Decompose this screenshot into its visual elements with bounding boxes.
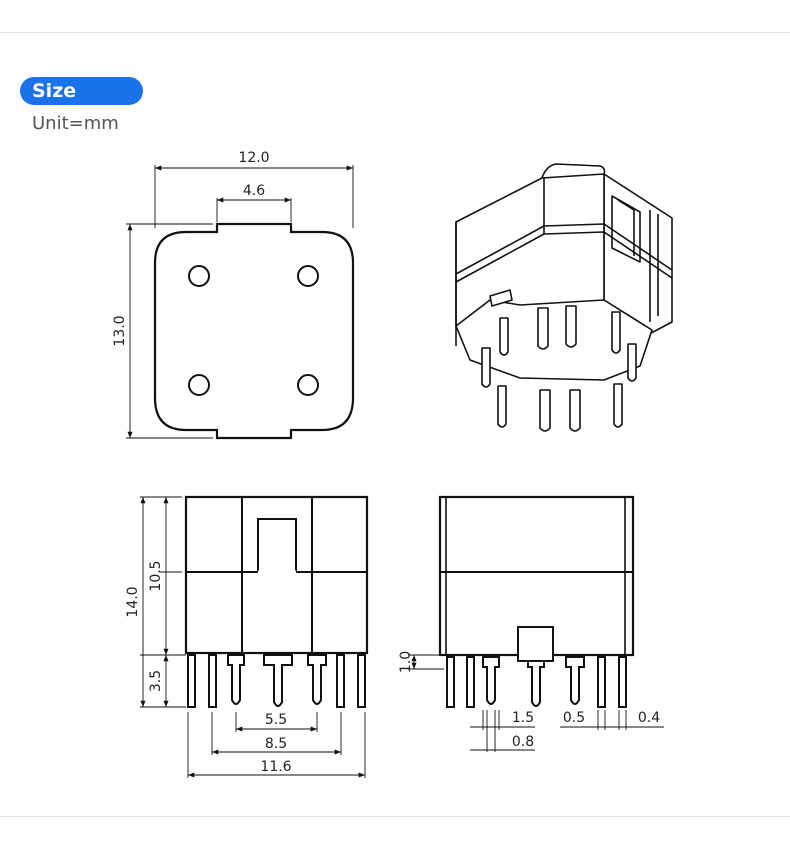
front-span-outer-label: 11.6 [260, 759, 291, 775]
unit-label: Unit=mm [32, 113, 119, 134]
bottom-divider [0, 816, 790, 817]
front-body [184, 495, 369, 655]
mounting-hole-br [297, 374, 319, 396]
front-actuator [257, 518, 297, 572]
top-view-outline [153, 222, 355, 440]
front-total-height-label: 14.0 [125, 586, 141, 617]
side-pin-gap-label: 0.5 [563, 710, 585, 726]
mounting-hole-bl [188, 374, 210, 396]
side-pins [446, 656, 627, 708]
front-span-middle-label: 8.5 [265, 736, 287, 752]
side-pin-thickness-label: 0.4 [638, 710, 660, 726]
size-badge: Size [20, 77, 143, 105]
side-pin-pitch-label: 0.8 [512, 734, 534, 750]
side-pin-width-label: 1.5 [512, 710, 534, 726]
top-divider [0, 32, 790, 33]
top-height-label: 13.0 [112, 315, 128, 346]
top-width-label: 12.0 [238, 150, 269, 166]
isometric-view [455, 163, 673, 432]
front-view [140, 495, 369, 778]
mounting-hole-tl [188, 265, 210, 287]
front-body-height-label: 10.5 [148, 560, 164, 591]
top-view [126, 165, 355, 440]
side-view [408, 495, 664, 752]
mounting-hole-tr [297, 265, 319, 287]
front-pins [187, 654, 366, 708]
front-span-inner-label: 5.5 [265, 712, 287, 728]
side-standoff [517, 626, 554, 662]
iso-pins [481, 289, 637, 432]
top-notch-label: 4.6 [243, 183, 265, 199]
side-standoff-label: 1.0 [398, 651, 414, 673]
front-pin-length-label: 3.5 [148, 670, 164, 692]
